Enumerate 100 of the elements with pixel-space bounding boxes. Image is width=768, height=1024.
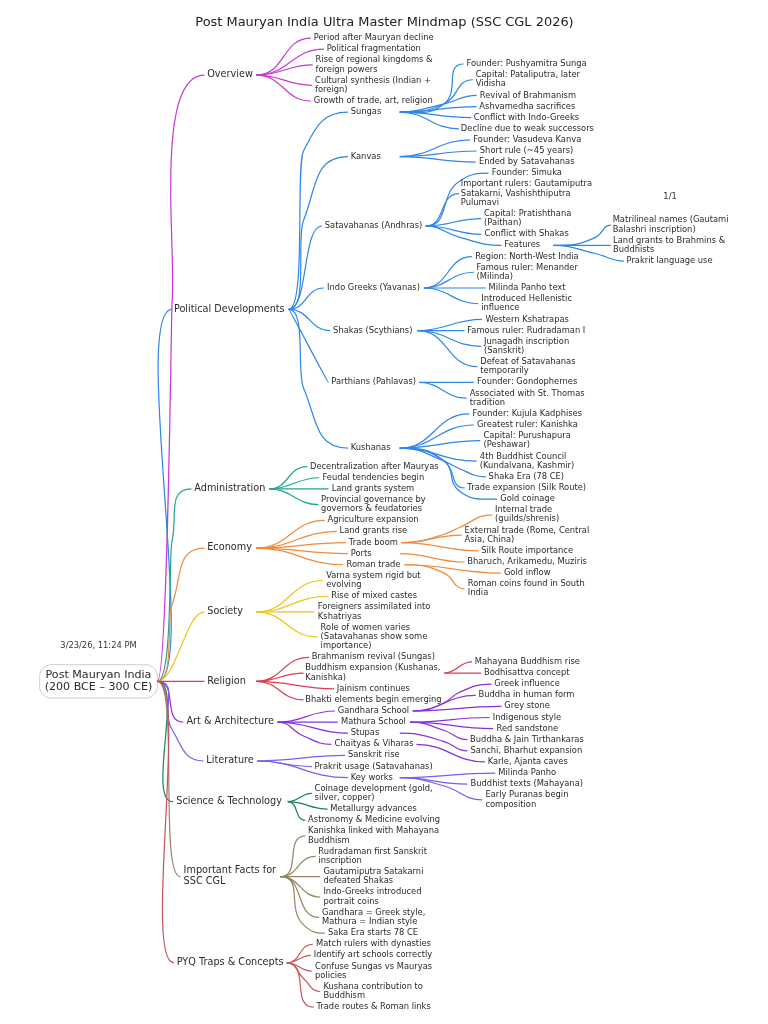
connector [424,225,502,246]
node-text: Indigenous style [492,711,561,722]
node-text: Famous ruler: Menander (Milinda) [476,261,578,281]
node-text: Gautamiputra Satakarni defeated Shakas [322,866,423,886]
node-text: Gandhara = Greek style, Mathura = Indian style [321,906,425,927]
connector [276,721,349,734]
connector [255,547,349,555]
node-box: Post Mauryan India (200 BCE – 300 CE) [38,664,158,699]
connector [287,111,349,310]
connector [398,732,468,752]
node-text: Founder: Pushyamitra Sunga [465,58,587,69]
node-text: Religion [206,674,246,686]
node-text: Decline due to weak successors [460,122,594,133]
node-text: Economy [206,541,252,553]
node-text: Buddhist texts (Mahayana) [470,778,583,789]
node-text: Decentralization after Mauryas [309,460,439,471]
node-text: Milinda Panho [497,767,556,778]
node-text: Prakrit language use [626,255,713,266]
connector [408,721,494,730]
node-text: Gold inflow [503,567,550,578]
node-text: Gold coinage [499,493,555,504]
connector [398,155,476,163]
node-text: Administration [193,482,265,494]
connector [287,155,349,310]
connector [156,488,192,682]
node-text: Capital: Pratishthana (Paithan) [483,207,571,228]
node-text: Literature [205,754,254,766]
node-text: Bharuch, Arikamedu, Muziris [466,556,587,567]
node-text: Art & Architecture [185,715,274,727]
node-text: Bodhisattva concept [483,667,570,678]
node-text: Associated with St. Thomas tradition [469,387,585,407]
node-text: 4th Buddhist Council (Kundalvana, Kashmir) [479,450,574,470]
node-text: Western Kshatrapas [484,313,569,324]
connector [287,287,324,310]
node-text: Foreigners assimilated into Kshatriyas [317,601,430,621]
node-text: Brahmanism revival (Sungas) [311,651,435,662]
connector [422,287,479,305]
connector [285,962,314,1008]
node-text: Trade expansion (Silk Route) [466,481,586,492]
node-text: Chaityas & Viharas [334,738,414,749]
node-text: Land grants rise [339,525,407,536]
connector [416,329,478,368]
node-text: Science & Technology [175,794,282,806]
node-text: Growth of trade, art, religion [313,95,433,106]
node-text: Confuse Sungas vs Mauryas policies [314,960,432,980]
connector [256,760,349,779]
node-text: Rise of regional kingdoms & foreign powers [315,54,433,74]
connector [268,488,319,506]
connector [398,111,460,130]
connector [255,611,318,638]
connector [400,541,479,552]
node-text: Red sandstone [496,722,558,733]
node-text: Conflict with Shakas [483,228,569,239]
node-text: Buddha & Jain Tirthankaras [469,733,584,744]
node-text: Period after Mauryan decline [313,32,434,43]
node-text: Matrilineal names (Gautami Balashri inscription) [612,214,729,234]
node-text: Junagadh inscription (Sanskrit) [483,335,569,355]
node-text: Capital: Purushapura (Peshawar) [483,430,571,450]
node-text: Important rulers: Gautamiputra Satakarni, Vashishthiputra Pulumavi [460,178,592,207]
node-text: Important Facts for SSC CGL [183,864,276,887]
node-text: Short rule (~45 years) [479,145,573,156]
node-text: Famous ruler: Rudradaman I [466,324,585,335]
node-text: Early Puranas begin composition [484,789,568,809]
connector [279,876,325,934]
connector [156,680,174,964]
connector [255,37,311,76]
node-text: Political fragmentation [326,43,421,54]
node-text: Varna system rigid but evolving [325,569,421,590]
node-text: Prakrit usage (Satavahanas) [314,760,433,771]
node-text: Region: North-West India [474,250,579,261]
node-text: External trade (Rome, Central Asia, China) [464,524,589,544]
connector [276,710,336,723]
node-text: Ended by Satavahanas [478,156,575,167]
node-text: Roman trade [346,558,400,569]
diagram-title: Post Mauryan India Ultra Master Mindmap (SSC CGL 2026) [194,14,574,30]
node-text: Land grants system [331,482,414,493]
node-text: Key works [350,771,393,782]
node-text: Mahayana Buddhism rise [474,655,580,666]
node-text: Founder: Simuka [491,167,562,178]
node-text: Ports [350,547,372,558]
connector [286,801,306,821]
connector [276,721,332,745]
node-text: Kushanas [350,442,390,453]
node-text: Match rulers with dynasties [315,938,431,949]
connector [443,672,482,674]
node-text: Satavahanas (Andhras) [324,220,422,231]
node-text: Roman coins found in South India [467,578,585,598]
node-text: Rudradaman first Sanskrit inscription [317,845,427,865]
connector [255,74,312,86]
node-text: Ashvamedha sacrifices [478,100,575,111]
node-text: Sanskrit rise [347,749,400,760]
node-text: Rise of mixed castes [330,590,417,601]
node-text: Greek influence [493,678,560,689]
connector [276,721,338,723]
node-text: Saka Era starts 78 CE [327,927,418,938]
connector [287,308,329,383]
connector [398,111,472,119]
node-text: Mathura School [340,716,406,727]
node-text: Greatest ruler: Kanishka [476,419,578,430]
node-text: Internal trade (guilds/shrenis) [494,504,559,524]
